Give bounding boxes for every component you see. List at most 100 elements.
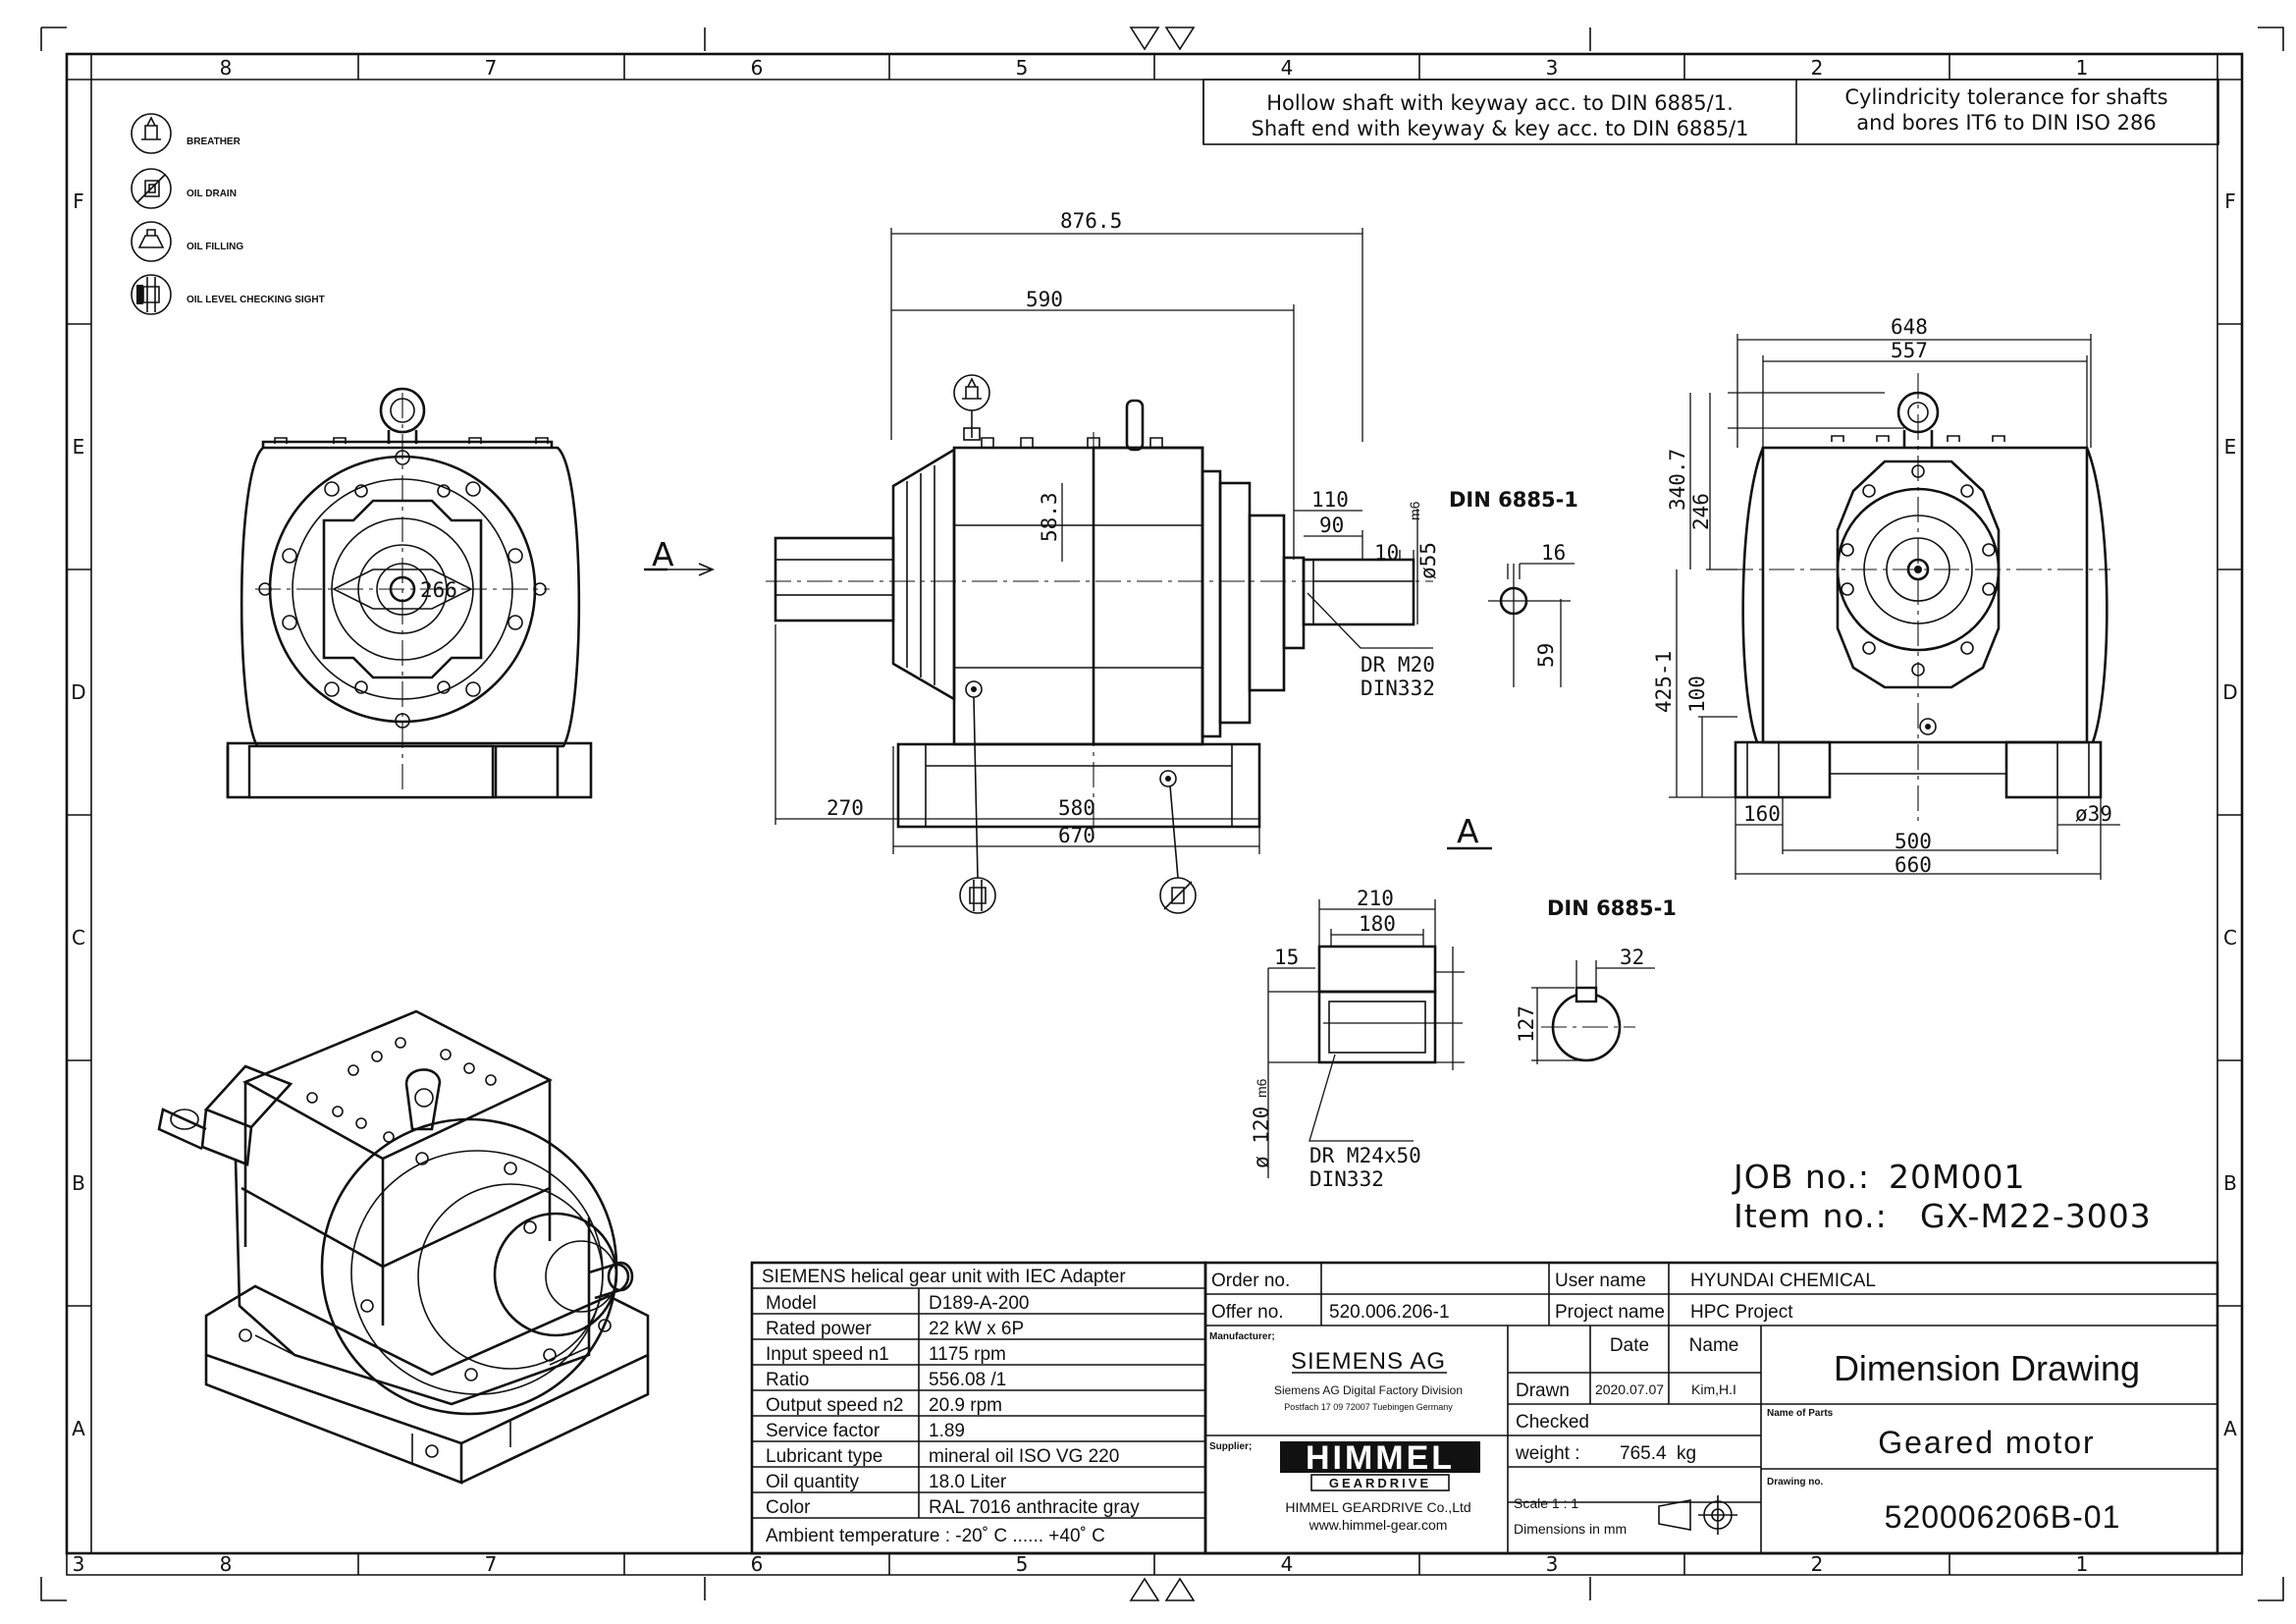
spec-label: Color (766, 1497, 811, 1518)
hub-dim-15: 15 (1274, 946, 1299, 969)
end-dim-557: 557 (1891, 339, 1928, 362)
supplier-brand: HIMMEL (1306, 1439, 1455, 1477)
side-dim-10: 10 (1374, 541, 1399, 565)
col-label: 4 (1281, 56, 1294, 80)
end-view: 648 557 340.7 246 425-1 100 160 ø39 500 … (1652, 315, 2120, 880)
side-dim-90: 90 (1319, 514, 1344, 537)
col-label: 6 (751, 56, 764, 80)
col-label: 7 (485, 56, 498, 80)
row-label: F (2224, 189, 2236, 213)
spec-value: 20.9 rpm (929, 1395, 1002, 1416)
spec-ambient: Ambient temperature : -20˚ C ...... +40˚… (766, 1526, 1105, 1546)
hub-dim-120: ø 120 (1250, 1107, 1273, 1168)
col-label: 3 (1546, 1552, 1559, 1576)
spec-value: 22 kW x 6P (929, 1319, 1024, 1339)
drawing-no-label: Drawing no. (1767, 1477, 1823, 1488)
parts-label: Name of Parts (1767, 1408, 1834, 1419)
drawing-no-value: 520006206B-01 (1885, 1499, 2121, 1535)
view-arrow-a: A (644, 535, 716, 576)
side-dim-270: 270 (827, 796, 864, 820)
spec-title: SIEMENS helical gear unit with IEC Adapt… (762, 1267, 1126, 1287)
job-info: JOB no.: 20M001 Item no.: GX-M22-3003 (1732, 1158, 2152, 1235)
col-label: 8 (220, 56, 233, 80)
manufacturer-line2: Postfach 17 09 72007 Tuebingen Germany (1284, 1402, 1453, 1412)
legend-breather-label: BREATHER (187, 136, 241, 147)
project-value: HPC Project (1690, 1302, 1793, 1323)
shaft-note-line1: Hollow shaft with keyway acc. to DIN 688… (1266, 91, 1734, 115)
spec-value: D189-A-200 (929, 1293, 1029, 1314)
manufacturer-name: SIEMENS AG (1291, 1348, 1446, 1375)
legend-oil-level-label: OIL LEVEL CHECKING SIGHT (187, 295, 325, 305)
spec-value: 1175 rpm (929, 1344, 1006, 1365)
key2-dim-127: 127 (1515, 1005, 1538, 1043)
end-dim-39: ø39 (2075, 802, 2112, 826)
tolerance-note-line2: and bores IT6 to DIN ISO 286 (1856, 111, 2156, 135)
col-label: 1 (2076, 1552, 2089, 1576)
hub-thread-2: DIN332 (1309, 1167, 1384, 1191)
dims-label: Dimensions in mm (1514, 1521, 1627, 1537)
front-dim-266: 266 (420, 578, 457, 602)
col-label: 3 (1546, 56, 1559, 80)
side-dim-58-3: 58.3 (1038, 492, 1061, 542)
row-label: D (2222, 680, 2237, 704)
scale-label: Scale 1 : 1 (1514, 1495, 1578, 1511)
breather-icon (131, 113, 172, 154)
row-label: F (73, 189, 84, 213)
user-value: HYUNDAI CHEMICAL (1690, 1271, 1876, 1291)
row-label: E (73, 435, 85, 459)
spec-value: 556.08 /1 (929, 1370, 1006, 1390)
key1-dim-16: 16 (1541, 541, 1566, 565)
side-dim-580: 580 (1058, 796, 1095, 820)
projection-symbol-icon (1658, 1495, 1737, 1535)
end-dim-160: 160 (1743, 802, 1781, 826)
hub-dim-210: 210 (1357, 887, 1394, 910)
row-label: A (2223, 1417, 2237, 1440)
spec-label: Model (766, 1293, 817, 1314)
symbol-legend: BREATHER OIL DRAIN OIL FILLING OIL LEVEL… (131, 113, 325, 315)
col-label: 5 (1016, 56, 1029, 80)
weight-unit: kg (1677, 1443, 1696, 1464)
col-label: 8 (220, 1552, 233, 1576)
legend-oil-drain-label: OIL DRAIN (187, 189, 237, 199)
key2-dim-32: 32 (1620, 946, 1644, 969)
spec-value: mineral oil ISO VG 220 (929, 1446, 1119, 1467)
job-no-value: 20M001 (1889, 1158, 2025, 1196)
col-label: 5 (1016, 1552, 1029, 1576)
end-dim-100: 100 (1685, 676, 1709, 713)
side-oil-drain-icon (1159, 785, 1197, 914)
key1-din-label: DIN 6885-1 (1449, 488, 1578, 512)
supplier-line1: HIMMEL GEARDRIVE Co.,Ltd (1285, 1499, 1470, 1515)
checked-label: Checked (1516, 1412, 1589, 1433)
spec-value: 18.0 Liter (929, 1472, 1007, 1492)
parts-value: Geared motor (1878, 1425, 2095, 1460)
row-label: C (72, 926, 85, 949)
item-no-value: GX-M22-3003 (1920, 1197, 2152, 1235)
section-marker-a: A (1447, 812, 1492, 850)
supplier-line2: www.himmel-gear.com (1308, 1517, 1448, 1533)
side-dim-670: 670 (1058, 824, 1095, 847)
side-view: 876.5 590 58.3 110 90 10 ø55 m6 270 580 … (766, 209, 1440, 914)
side-oil-level-icon (959, 696, 996, 914)
end-dim-500: 500 (1895, 830, 1932, 853)
spec-label: Ratio (766, 1370, 809, 1390)
view-a-letter: A (652, 535, 674, 573)
key1-dim-59: 59 (1534, 643, 1558, 668)
corner-label: 3 (73, 1552, 85, 1576)
spec-label: Oil quantity (766, 1472, 860, 1492)
manufacturer-line1: Siemens AG Digital Factory Division (1274, 1383, 1463, 1397)
offer-label: Offer no. (1211, 1302, 1284, 1323)
side-dim-55-tol: m6 (1407, 501, 1422, 520)
date-header: Date (1610, 1335, 1649, 1356)
drawn-name: Kim,H.I (1691, 1381, 1736, 1397)
doc-title: Dimension Drawing (1834, 1348, 2140, 1388)
row-label: E (2224, 435, 2237, 459)
hub-dim-180: 180 (1359, 912, 1396, 936)
item-no-label: Item no.: (1734, 1197, 1888, 1235)
user-label: User name (1555, 1271, 1646, 1291)
supplier-label: Supplier; (1209, 1441, 1252, 1452)
spec-label: Rated power (766, 1319, 872, 1339)
himmel-logo: HIMMEL GEARDRIVE (1280, 1439, 1480, 1491)
title-block: Order no. Offer no. 520.006.206-1 User n… (1203, 1261, 2219, 1555)
drawn-label: Drawn (1516, 1380, 1570, 1401)
